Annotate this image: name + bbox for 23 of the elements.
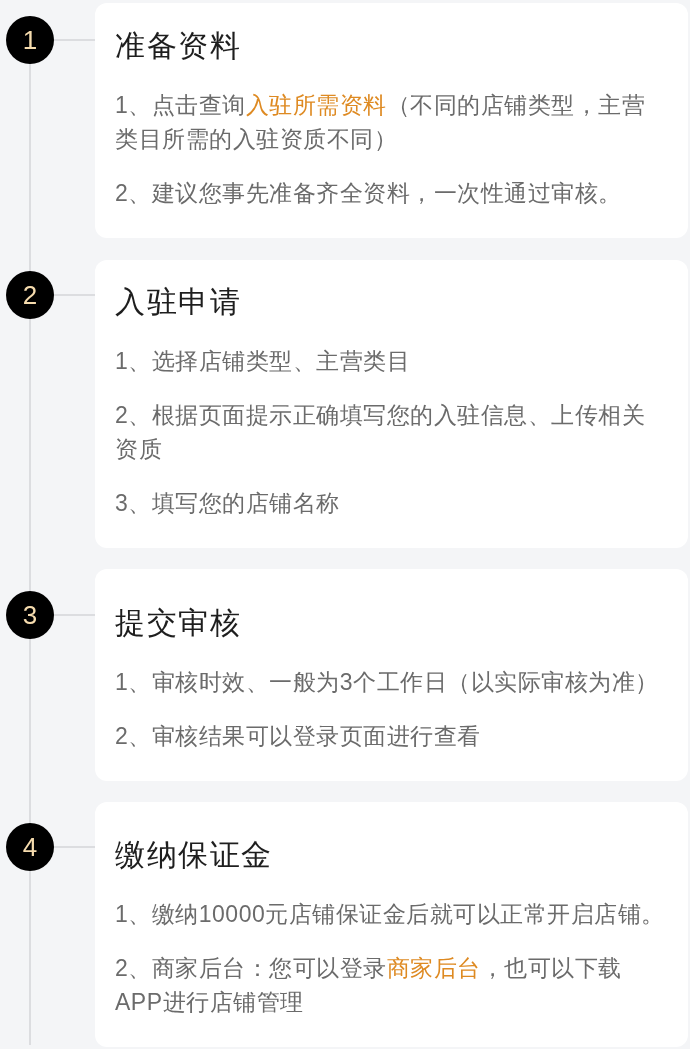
step-card [95,3,688,238]
step-title: 入驻申请 [115,284,241,320]
step-card [95,260,688,548]
step-card [95,569,688,781]
step-instruction: 1、审核时效、一般为3个工作日（以实际审核为准） [115,668,659,697]
step-title: 准备资料 [115,28,241,64]
step-instruction: 2、审核结果可以登录页面进行查看 [115,722,481,751]
step-instruction: 2、商家后台：您可以登录商家后台，也可以下载APP进行店铺管理 [115,954,623,1017]
step-instruction: 2、根据页面提示正确填写您的入驻信息、上传相关资质 [115,401,647,464]
step-number: 4 [6,823,54,871]
step-instruction: 2、建议您事先准备齐全资料，一次性通过审核。 [115,179,622,208]
step-instruction: 1、点击查询入驻所需资料（不同的店铺类型，主营类目所需的入驻资质不同） [115,91,647,154]
link: 商家后台 [386,955,481,981]
step-number: 3 [6,591,54,639]
step-instruction: 1、选择店铺类型、主营类目 [115,347,411,376]
step-number: 2 [6,271,54,319]
step-title: 缴纳保证金 [115,837,273,873]
step-title: 提交审核 [115,605,241,641]
step-number: 1 [6,16,54,64]
step-instruction: 3、填写您的店铺名称 [115,489,340,518]
step-instruction: 1、缴纳10000元店铺保证金后就可以正常开启店铺。 [115,900,665,929]
link: 入驻所需资料 [245,92,387,118]
step-card [95,802,688,1047]
